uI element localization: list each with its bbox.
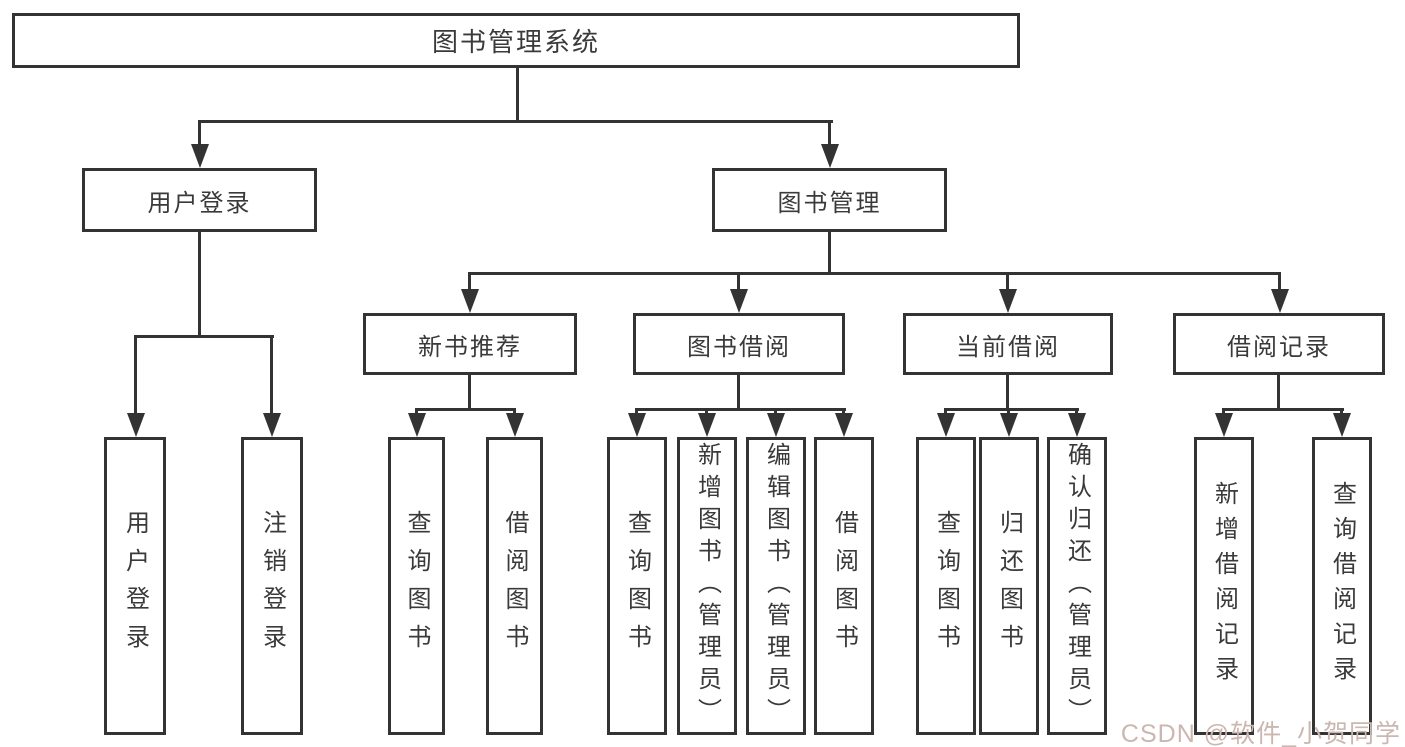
node-borrow-record-label: 借阅记录 <box>1227 333 1331 361</box>
connector-line <box>1075 408 1078 416</box>
connector-line <box>944 408 947 416</box>
arrow-down-icon <box>1333 413 1351 437</box>
node-book-borrow: 图书借阅 <box>633 313 845 375</box>
connector-line <box>737 272 740 292</box>
arrow-down-icon <box>262 413 281 437</box>
connector-line <box>198 232 201 335</box>
leaf-confirm-return-admin-label: 确认归还（管理员） <box>1063 442 1091 730</box>
arrow-down-icon <box>505 413 524 437</box>
leaf-user-login-label: 用户登录 <box>121 510 149 662</box>
leaf-edit-book-admin: 编辑图书（管理员） <box>746 437 806 735</box>
connector-line <box>516 68 519 120</box>
arrow-down-icon <box>460 289 479 313</box>
connector-line <box>1007 408 1010 416</box>
connector-line <box>1222 408 1344 411</box>
leaf-current-query-book-label: 查询图书 <box>932 510 960 662</box>
leaf-edit-book-admin-label: 编辑图书（管理员） <box>762 442 790 730</box>
connector-line <box>635 408 638 416</box>
leaf-current-query-book: 查询图书 <box>916 437 976 735</box>
node-new-book-recommend-label: 新书推荐 <box>418 333 522 361</box>
connector-line <box>737 375 740 408</box>
connector-line <box>415 408 516 411</box>
arrow-down-icon <box>1270 289 1289 313</box>
arrow-down-icon <box>1000 413 1018 437</box>
leaf-recommend-query-book: 查询图书 <box>388 437 445 735</box>
leaf-add-borrow-record-label: 新增借阅记录 <box>1210 481 1238 691</box>
node-root-label: 图书管理系统 <box>431 27 600 57</box>
leaf-logout-label: 注销登录 <box>258 510 286 662</box>
node-book-management: 图书管理 <box>712 168 947 232</box>
connector-line <box>705 408 708 416</box>
leaf-borrow-query-book: 查询图书 <box>607 437 667 735</box>
node-book-management-label: 图书管理 <box>777 189 882 217</box>
connector-line <box>468 375 471 408</box>
node-current-borrow-label: 当前借阅 <box>956 333 1060 361</box>
arrow-down-icon <box>767 413 785 437</box>
node-new-book-recommend: 新书推荐 <box>363 313 577 375</box>
connector-line <box>513 408 516 416</box>
node-borrow-record: 借阅记录 <box>1173 313 1385 375</box>
leaf-query-borrow-record-label: 查询借阅记录 <box>1328 481 1356 691</box>
connector-line <box>468 272 471 292</box>
connector-line <box>198 120 201 146</box>
connector-line <box>1340 408 1343 416</box>
node-user-login-label: 用户登录 <box>147 189 252 217</box>
arrow-down-icon <box>835 413 853 437</box>
connector-line <box>828 120 831 146</box>
leaf-add-book-admin: 新增图书（管理员） <box>677 437 737 735</box>
connector-line <box>134 335 274 338</box>
node-book-borrow-label: 图书借阅 <box>687 333 791 361</box>
connector-line <box>774 408 777 416</box>
leaf-recommend-query-book-label: 查询图书 <box>403 510 430 662</box>
connector-line <box>1222 408 1225 416</box>
arrow-down-icon <box>937 413 955 437</box>
arrow-down-icon <box>820 144 839 168</box>
leaf-recommend-borrow-book-label: 借阅图书 <box>501 510 528 662</box>
connector-line <box>944 408 1079 411</box>
arrow-down-icon <box>190 144 209 168</box>
arrow-down-icon <box>698 413 716 437</box>
leaf-add-book-admin-label: 新增图书（管理员） <box>693 442 721 730</box>
arrow-down-icon <box>407 413 426 437</box>
connector-line <box>415 408 418 416</box>
leaf-query-borrow-record: 查询借阅记录 <box>1312 437 1372 735</box>
leaf-confirm-return-admin: 确认归还（管理员） <box>1047 437 1107 735</box>
arrow-down-icon <box>1068 413 1086 437</box>
arrow-down-icon <box>998 289 1017 313</box>
leaf-user-login: 用户登录 <box>104 437 166 735</box>
leaf-recommend-borrow-book: 借阅图书 <box>486 437 543 735</box>
connector-line <box>635 408 846 411</box>
node-root: 图书管理系统 <box>12 13 1020 68</box>
connector-line <box>270 335 273 415</box>
connector-line <box>1278 272 1281 292</box>
arrow-down-icon <box>1215 413 1233 437</box>
node-current-borrow: 当前借阅 <box>903 313 1113 375</box>
leaf-logout: 注销登录 <box>241 437 303 735</box>
connector-line <box>828 232 831 274</box>
connector-line <box>468 272 1281 275</box>
connector-line <box>134 335 137 415</box>
connector-line <box>1006 375 1009 408</box>
leaf-return-book-label: 归还图书 <box>995 510 1023 662</box>
arrow-down-icon <box>628 413 646 437</box>
connector-line <box>1277 375 1280 408</box>
arrow-down-icon <box>729 289 748 313</box>
leaf-borrow-query-book-label: 查询图书 <box>623 510 651 662</box>
leaf-return-book: 归还图书 <box>979 437 1039 735</box>
connector-line <box>198 120 833 123</box>
connector-line <box>842 408 845 416</box>
leaf-borrow-borrow-book-label: 借阅图书 <box>830 510 858 662</box>
connector-line <box>1006 272 1009 292</box>
node-user-login: 用户登录 <box>82 168 317 232</box>
leaf-add-borrow-record: 新增借阅记录 <box>1194 437 1254 735</box>
leaf-borrow-borrow-book: 借阅图书 <box>814 437 874 735</box>
arrow-down-icon <box>126 413 145 437</box>
